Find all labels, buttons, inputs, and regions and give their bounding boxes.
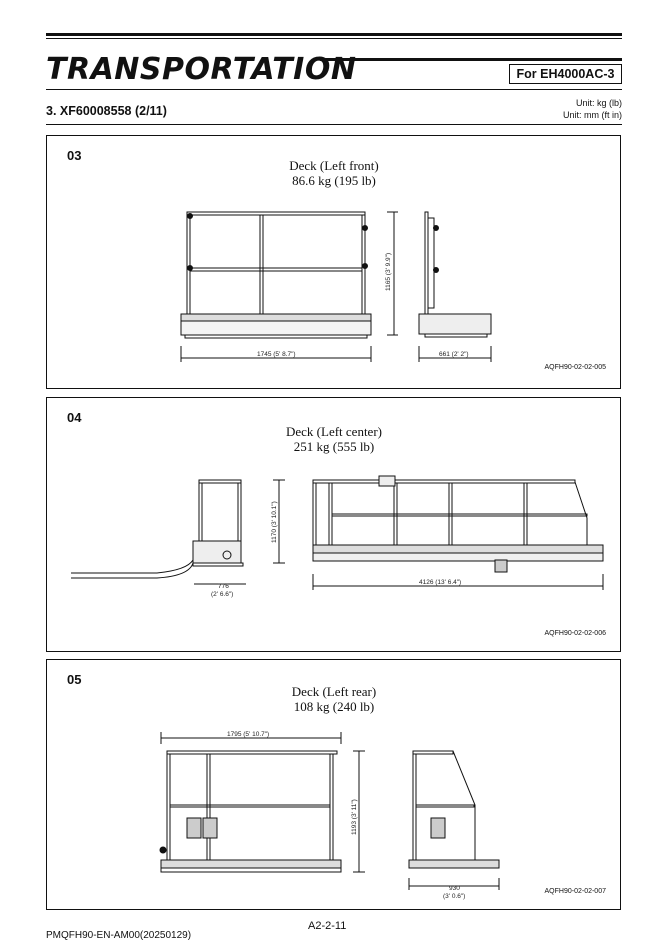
section-rule — [46, 124, 622, 125]
dim-depth: 776 — [218, 583, 229, 590]
panel-04: 04 Deck (Left center) 251 kg (555 lb) — [46, 397, 621, 652]
model-badge: For EH4000AC-3 — [509, 64, 622, 84]
panel-number: 05 — [67, 672, 82, 687]
dim-height: 1170 (3' 10.1") — [271, 501, 278, 543]
drawing-code: AQFH90-02-02-006 — [544, 630, 606, 637]
section-heading: 3. XF60008558 (2/11) — [46, 104, 167, 118]
caption-name: Deck (Left rear) — [291, 684, 377, 699]
dim-depth: 930 — [449, 885, 460, 892]
panel-05: 05 Deck (Left rear) 108 kg (240 lb) — [46, 659, 621, 910]
panel-caption: Deck (Left center) 251 kg (555 lb) — [184, 424, 484, 454]
dim-depth-imperial: (2' 6.6") — [211, 591, 233, 598]
header-rule-bottom — [46, 89, 622, 90]
panel-caption: Deck (Left rear) 108 kg (240 lb) — [184, 684, 484, 714]
caption-weight: 108 kg (240 lb) — [293, 699, 375, 714]
caption-weight: 251 kg (555 lb) — [293, 439, 375, 454]
header-rule-top — [46, 33, 622, 36]
dim-height: 1165 (3' 9.9") — [385, 253, 392, 291]
deck-rear-view-drawing: 1795 (5' 10.7") 1193 (3' 11") 930 (3' 0.… — [159, 731, 500, 900]
panel-caption: Deck (Left front) 86.6 kg (195 lb) — [184, 158, 484, 188]
panel-number: 03 — [67, 148, 82, 163]
dim-depth-imperial: (3' 0.6") — [443, 893, 465, 900]
deck-front-view-drawing: 1745 (5' 8.7") 1165 (3' 9.9") 661 (2' 2"… — [180, 211, 492, 362]
page-number: A2-2-11 — [308, 920, 347, 932]
panel-03: 03 Deck (Left front) 86.6 kg (195 lb) — [46, 135, 621, 389]
panel-number: 04 — [67, 410, 82, 425]
dim-height: 1193 (3' 11") — [351, 799, 358, 835]
unit-weight: Unit: kg (lb) — [575, 98, 622, 108]
caption-name: Deck (Left front) — [289, 158, 379, 173]
drawing-code: AQFH90-02-02-007 — [544, 888, 606, 895]
header-rule-top-thin — [46, 38, 622, 39]
caption-name: Deck (Left center) — [286, 424, 382, 439]
dim-depth: 661 (2' 2") — [439, 351, 469, 358]
dim-width: 4126 (13' 6.4") — [419, 579, 461, 586]
dim-width: 1795 (5' 10.7") — [227, 731, 269, 738]
title-underline — [320, 58, 622, 61]
doc-title: TRANSPORTATION — [46, 52, 357, 87]
unit-length: Unit: mm (ft in) — [562, 110, 622, 120]
drawing-code: AQFH90-02-02-005 — [544, 364, 606, 371]
dim-width: 1745 (5' 8.7") — [257, 351, 296, 358]
deck-center-view-drawing: 776 (2' 6.6") 1170 (3' 10.1") 4126 (13' … — [71, 475, 604, 598]
doc-id: PMQFH90-EN-AM00(20250129) — [46, 930, 192, 941]
caption-weight: 86.6 kg (195 lb) — [292, 173, 376, 188]
